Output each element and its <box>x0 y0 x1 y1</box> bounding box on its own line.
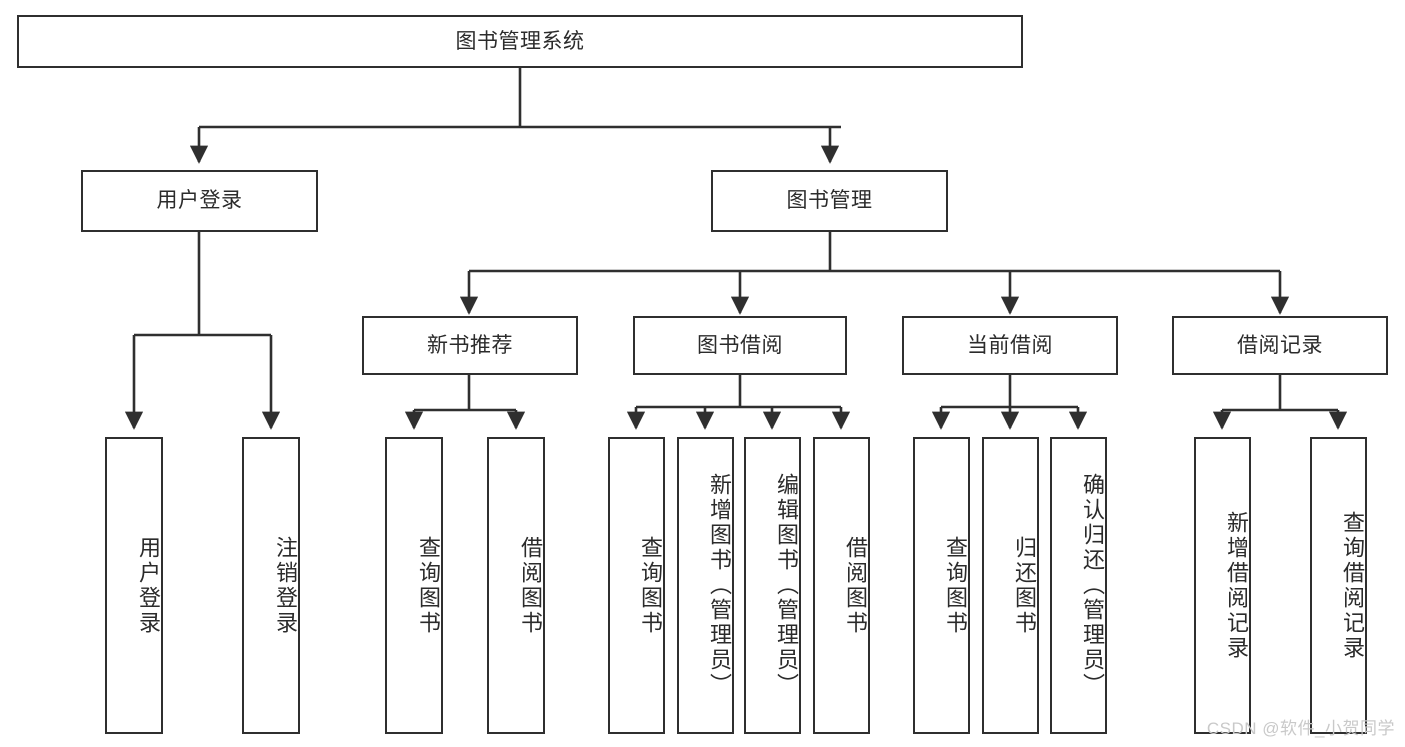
leaf-current-borrow-query[interactable]: 查询图书 <box>913 437 970 734</box>
leaf-current-borrow-confirm[interactable]: 确认归还（管理员） <box>1050 437 1107 734</box>
leaf-book-borrow-query[interactable]: 查询图书 <box>608 437 665 734</box>
node-current-borrow-label: 当前借阅 <box>967 333 1053 357</box>
leaf-label: 查询图书 <box>638 535 663 636</box>
node-root-label: 图书管理系统 <box>455 29 585 53</box>
leaf-label: 归还图书 <box>1012 535 1037 636</box>
leaf-borrow-record-add[interactable]: 新增借阅记录 <box>1194 437 1251 734</box>
node-user-login-label: 用户登录 <box>156 189 243 213</box>
leaf-borrow-record-query[interactable]: 查询借阅记录 <box>1310 437 1367 734</box>
leaf-book-borrow-borrow[interactable]: 借阅图书 <box>813 437 870 734</box>
leaf-label: 用户登录 <box>136 535 161 636</box>
node-book-manage[interactable]: 图书管理 <box>711 170 948 232</box>
leaf-user-login-logout[interactable]: 注销登录 <box>242 437 300 734</box>
node-new-book-recommend[interactable]: 新书推荐 <box>362 316 578 375</box>
leaf-label: 借阅图书 <box>843 535 868 636</box>
csdn-watermark: CSDN @软件_小贺同学 <box>1206 719 1395 738</box>
leaf-new-book-borrow[interactable]: 借阅图书 <box>487 437 545 734</box>
node-new-book-recommend-label: 新书推荐 <box>427 333 513 357</box>
leaf-label: 查询借阅记录 <box>1340 510 1365 661</box>
leaf-book-borrow-add[interactable]: 新增图书（管理员） <box>677 437 734 734</box>
leaf-book-borrow-edit[interactable]: 编辑图书（管理员） <box>744 437 801 734</box>
leaf-label: 查询图书 <box>416 535 441 636</box>
leaf-new-book-query[interactable]: 查询图书 <box>385 437 443 734</box>
node-book-borrow-label: 图书借阅 <box>697 333 783 357</box>
leaf-label: 确认归还（管理员） <box>1080 473 1105 698</box>
leaf-user-login-login[interactable]: 用户登录 <box>105 437 163 734</box>
node-borrow-record-label: 借阅记录 <box>1237 333 1323 357</box>
leaf-current-borrow-return[interactable]: 归还图书 <box>982 437 1039 734</box>
leaf-label: 注销登录 <box>273 535 298 636</box>
leaf-label: 查询图书 <box>943 535 968 636</box>
leaf-label: 新增借阅记录 <box>1224 510 1249 661</box>
node-user-login[interactable]: 用户登录 <box>81 170 318 232</box>
node-current-borrow[interactable]: 当前借阅 <box>902 316 1118 375</box>
leaf-label: 借阅图书 <box>518 535 543 636</box>
leaf-label: 编辑图书（管理员） <box>774 473 799 698</box>
node-root-system[interactable]: 图书管理系统 <box>17 15 1023 68</box>
leaf-label: 新增图书（管理员） <box>707 473 732 698</box>
node-borrow-record[interactable]: 借阅记录 <box>1172 316 1388 375</box>
node-book-manage-label: 图书管理 <box>786 189 873 213</box>
node-book-borrow[interactable]: 图书借阅 <box>633 316 847 375</box>
